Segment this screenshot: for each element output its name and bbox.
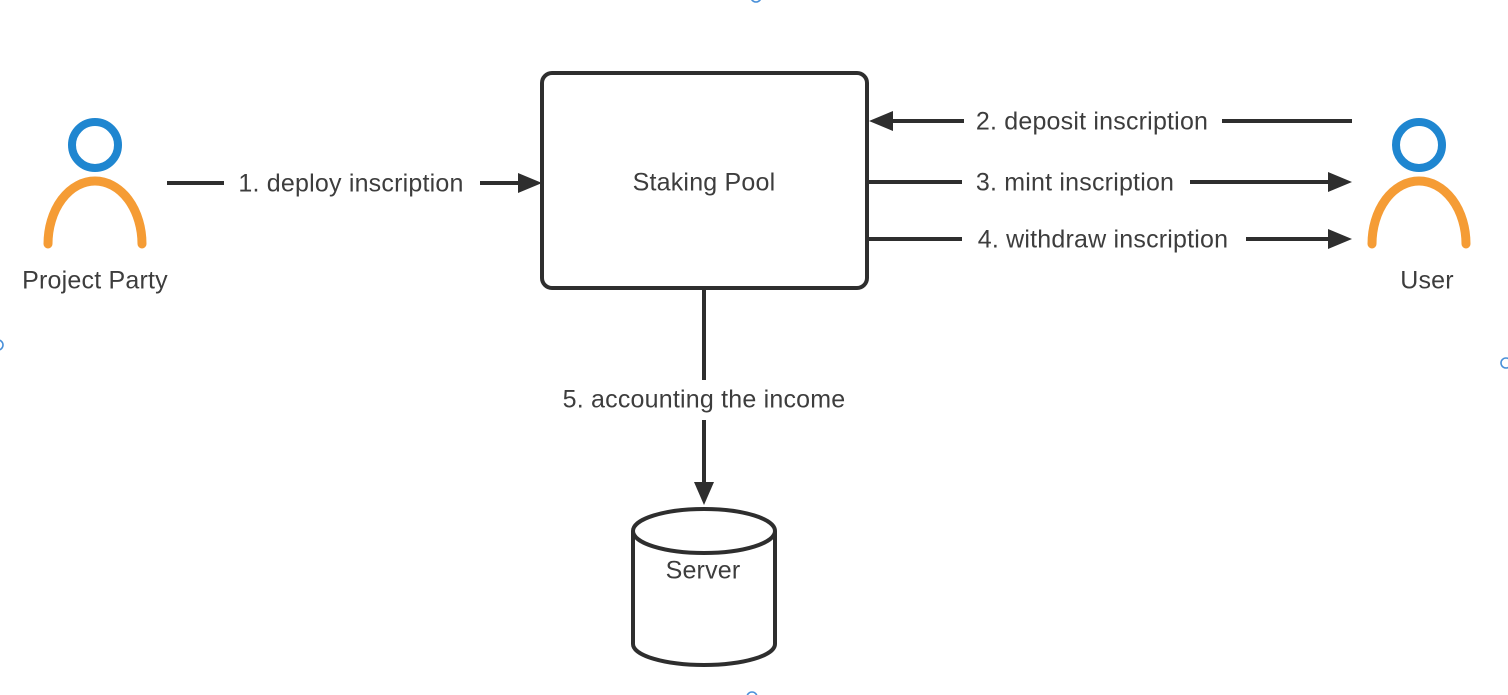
selection-handle-bottom-icon[interactable]	[746, 691, 758, 695]
person-body-icon	[43, 176, 147, 249]
arrowhead-right-icon	[1328, 172, 1352, 192]
staking-pool-label: Staking Pool	[632, 168, 776, 197]
cylinder-body	[631, 531, 777, 667]
arrowhead-left-icon	[869, 111, 893, 131]
arrowhead-right-icon	[1328, 229, 1352, 249]
cylinder-top	[631, 507, 777, 555]
user-person-icon[interactable]	[1367, 118, 1471, 249]
project-party-label: Project Party	[22, 266, 168, 295]
selection-handle-left-icon[interactable]	[0, 339, 4, 351]
user-label: User	[1400, 266, 1454, 295]
arrow-deposit-inscription[interactable]	[869, 111, 1352, 131]
person-head-icon	[1392, 118, 1446, 172]
arrow-withdraw-inscription[interactable]	[869, 229, 1352, 249]
person-body-icon	[1367, 176, 1471, 249]
edge-label-mint-inscription: 3. mint inscription	[971, 168, 1179, 198]
edge-label-withdraw-inscription: 4. withdraw inscription	[973, 225, 1233, 255]
arrow-deploy-inscription[interactable]	[167, 173, 542, 193]
person-head-icon	[68, 118, 122, 172]
project-party-person-icon[interactable]	[43, 118, 147, 249]
selection-handle-right-icon[interactable]	[1500, 357, 1508, 369]
arrowhead-right-icon	[518, 173, 542, 193]
server-node[interactable]	[631, 507, 777, 667]
edge-label-accounting-income: 5. accounting the income	[558, 385, 850, 415]
arrowhead-down-icon	[694, 482, 714, 505]
edge-label-deploy-inscription: 1. deploy inscription	[234, 169, 468, 199]
selection-handle-top-icon[interactable]	[751, 0, 761, 3]
edge-label-deposit-inscription: 2. deposit inscription	[971, 107, 1213, 137]
server-label: Server	[665, 556, 741, 585]
arrow-mint-inscription[interactable]	[869, 172, 1352, 192]
arrow-accounting-income[interactable]	[694, 288, 714, 505]
